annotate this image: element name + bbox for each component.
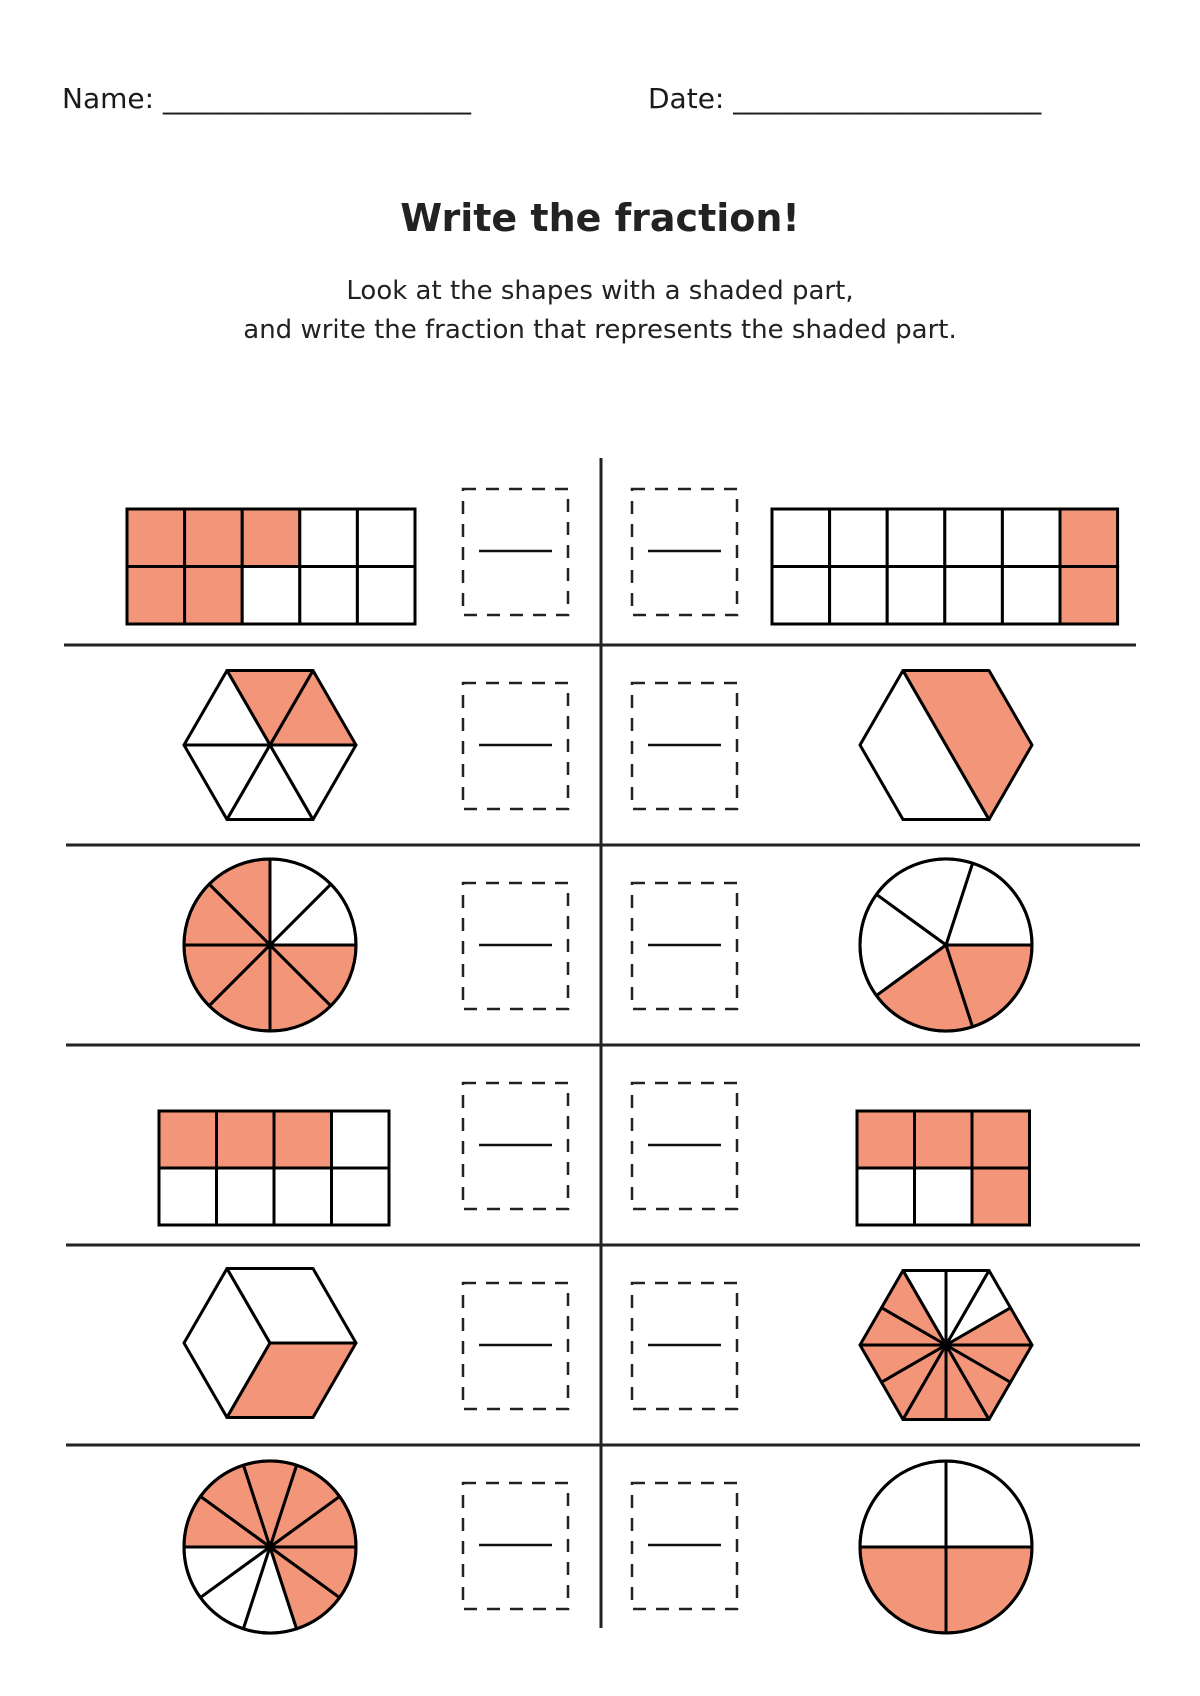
name-field[interactable]: Name: ______________________ <box>62 82 471 115</box>
dashed-box[interactable] <box>461 881 570 1011</box>
answer-box-6-right[interactable] <box>630 1481 739 1611</box>
circle-5-sectors <box>858 857 1034 1033</box>
answer-box-1-left[interactable] <box>461 487 570 617</box>
dashed-box[interactable] <box>461 1481 570 1611</box>
shapes <box>125 507 1120 1635</box>
dashed-box[interactable] <box>461 1281 570 1411</box>
answer-box-1-right[interactable] <box>630 487 739 617</box>
answer-boxes[interactable] <box>461 487 739 1611</box>
answer-box-2-right[interactable] <box>630 681 739 811</box>
circle-4-sectors <box>858 1459 1034 1635</box>
instructions-line-2: and write the fraction that represents t… <box>243 315 957 345</box>
worksheet-title: Write the fraction! <box>400 196 800 240</box>
instructions-line-1: Look at the shapes with a shaded part, <box>346 276 854 306</box>
dashed-box[interactable] <box>630 681 739 811</box>
answer-box-3-left[interactable] <box>461 881 570 1011</box>
answer-box-4-left[interactable] <box>461 1081 570 1211</box>
dashed-box[interactable] <box>461 487 570 617</box>
answer-box-5-left[interactable] <box>461 1281 570 1411</box>
rect-grid-2x3 <box>855 1109 1031 1227</box>
dashed-box[interactable] <box>630 1281 739 1411</box>
dashed-box[interactable] <box>630 1081 739 1211</box>
answer-box-2-left[interactable] <box>461 681 570 811</box>
hexagon-6-triangles <box>182 669 358 821</box>
dashed-box[interactable] <box>630 1481 739 1611</box>
dashed-box[interactable] <box>630 881 739 1011</box>
dashed-box[interactable] <box>461 681 570 811</box>
dashed-box[interactable] <box>630 487 739 617</box>
rect-grid-2x4 <box>157 1109 391 1227</box>
answer-box-4-right[interactable] <box>630 1081 739 1211</box>
dashed-box[interactable] <box>461 1081 570 1211</box>
hexagon-12-triangles <box>858 1269 1034 1421</box>
rect-grid-2x5 <box>125 507 417 626</box>
circle-8-sectors <box>182 857 358 1033</box>
hexagon-3-rhombi <box>182 1267 358 1419</box>
date-field[interactable]: Date: ______________________ <box>648 82 1042 115</box>
grid-lines <box>64 458 1140 1628</box>
circle-10-sectors <box>182 1459 358 1635</box>
answer-box-6-left[interactable] <box>461 1481 570 1611</box>
answer-box-3-right[interactable] <box>630 881 739 1011</box>
rect-grid-2x6 <box>770 507 1120 626</box>
answer-box-5-right[interactable] <box>630 1281 739 1411</box>
instructions: Look at the shapes with a shaded part, a… <box>0 272 1200 350</box>
hexagon-halves <box>858 669 1034 821</box>
